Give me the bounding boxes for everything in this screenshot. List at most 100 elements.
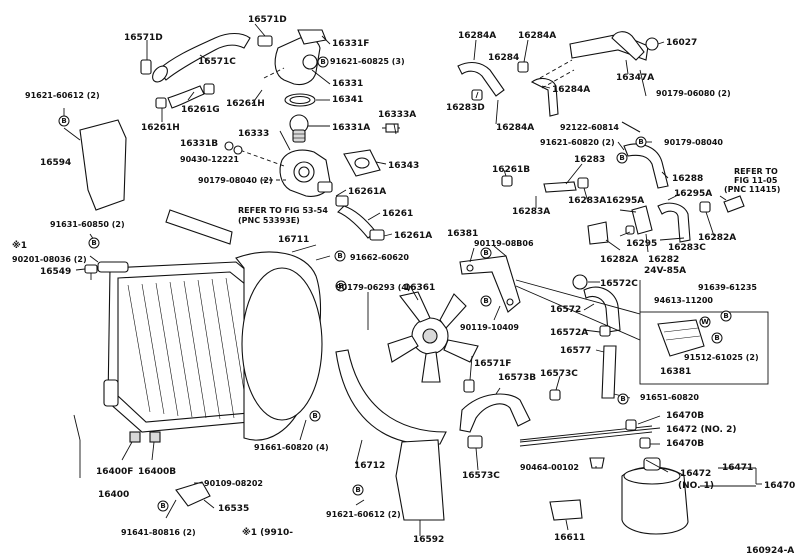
label-16283A-b: 16283A: [568, 196, 606, 206]
svg-text:B: B: [320, 58, 325, 66]
drain-cock-16400F: [129, 431, 141, 443]
label-16361: 16361: [404, 283, 435, 293]
cooling-fan-16361: [387, 291, 479, 383]
lower-hose-16573B: [459, 379, 561, 449]
label-16471: 16471: [722, 463, 753, 473]
label-16295: 16295: [626, 239, 657, 249]
label-91621-60612-bot: 91621-60612 (2): [326, 510, 401, 519]
label-16261H-a: 16261H: [226, 99, 265, 109]
label-16341: 16341: [332, 95, 363, 105]
heater-pipe-16284: [457, 61, 559, 117]
hose-clamp-right-icon: [257, 35, 273, 47]
label-91621-60825: 91621-60825 (3): [330, 57, 405, 66]
bolt-markers: B B B B B B B B B B B B B B B W: [58, 56, 732, 512]
label-16400B: 16400B: [138, 467, 176, 477]
label-16472: 16472: [680, 469, 711, 479]
hose-16261G: [167, 85, 205, 109]
label-pnc-11415: (PNC 11415): [724, 185, 780, 194]
svg-text:B: B: [61, 117, 66, 125]
clamp-16573C-upper: [549, 389, 561, 401]
label-16333A: 16333A: [378, 110, 416, 120]
radiator-16400: [97, 261, 271, 443]
label-16472-no1: (NO. 1): [678, 481, 714, 491]
label-16381-top: 16381: [447, 229, 478, 239]
label-91621-60612-top: 91621-60612 (2): [25, 91, 100, 100]
hose-16261: [337, 205, 377, 239]
label-16571C: 16571C: [198, 57, 236, 67]
radiator-top-tank: [97, 261, 129, 273]
label-90430-12221: 90430-12221: [180, 155, 239, 164]
svg-text:B: B: [638, 138, 643, 146]
drain-plug-16400B: [149, 431, 161, 443]
label-92122-60814: 92122-60814: [560, 123, 619, 132]
label-16594: 16594: [40, 158, 71, 168]
label-91641-80816: 91641-80816 (2): [121, 528, 196, 537]
label-16331: 16331: [332, 79, 363, 89]
water-outlet-16331: [263, 29, 327, 86]
label-91512-61025: 91512-61025 (2): [684, 353, 759, 362]
radiator-cap-16549: [84, 264, 98, 280]
label-91661-60820: 91661-60820 (4): [254, 443, 329, 452]
hose-clamp-left-icon: [140, 59, 152, 75]
label-16295A-a: 16295A: [674, 189, 712, 199]
label-16535: 16535: [218, 504, 249, 514]
shroud-lower-16712: [335, 349, 447, 445]
label-16261H-b: 16261H: [141, 123, 180, 133]
label-16261A-a: 16261A: [348, 187, 386, 197]
bolt-b-icon: B: [334, 250, 346, 262]
label-16573C-a: 16573C: [540, 369, 578, 379]
label-90109-08202: 90109-08202: [204, 479, 263, 488]
label-91651-60820: 91651-60820: [640, 393, 699, 402]
label-16381-box: 16381: [660, 367, 691, 377]
label-16283A-a: 16283A: [512, 207, 550, 217]
deflector-16594: [79, 119, 127, 211]
label-pnc-53393E: (PNC 53393E): [238, 216, 300, 225]
label-91631-60850: 91631-60850 (2): [50, 220, 125, 229]
bolt-w-icon: W: [699, 316, 711, 328]
label-16577: 16577: [560, 346, 591, 356]
clamp-16572A: [599, 325, 611, 337]
label-16592: 16592: [413, 535, 444, 545]
label-16470: 16470: [764, 481, 795, 491]
label-16331B: 16331B: [180, 139, 218, 149]
bolt-b-icon: B: [58, 115, 70, 127]
label-16027: 16027: [666, 38, 697, 48]
clip-16027: [645, 37, 659, 51]
label-16400: 16400: [98, 490, 129, 500]
label-16261: 16261: [382, 209, 413, 219]
bracket-16535: [175, 481, 211, 507]
pipe-16288: [623, 143, 669, 189]
label-16284: 16284: [488, 53, 519, 63]
label-90179-08040: 90179-08040: [664, 138, 723, 147]
svg-text:B: B: [483, 297, 488, 305]
label-mark-1-note: ※1 (9910-: [242, 527, 293, 538]
heater-hoses-16295: [587, 195, 745, 245]
reservoir-tank-16470: [621, 457, 689, 535]
label-16347A: 16347A: [616, 73, 654, 83]
bolt-icon: [224, 141, 234, 151]
svg-text:B: B: [714, 334, 719, 342]
label-16571D-a: 16571D: [124, 33, 163, 43]
svg-text:B: B: [312, 412, 317, 420]
label-16284A-b: 16284A: [518, 31, 556, 41]
label-16288: 16288: [672, 174, 703, 184]
svg-text:B: B: [338, 282, 343, 290]
label-91639-61235: 91639-61235: [698, 283, 757, 292]
under-cover-16592: [395, 439, 445, 521]
bolt-b-icon: B: [88, 237, 100, 249]
radiator-core-fins: [127, 277, 249, 420]
clamp-16572C: [572, 274, 588, 290]
label-16573C-b: 16573C: [462, 471, 500, 481]
leader-lines: [63, 23, 762, 536]
bracket-16282: [587, 221, 609, 245]
svg-text:B: B: [160, 502, 165, 510]
label-16343: 16343: [388, 161, 419, 171]
label-16282A-a: 16282A: [698, 233, 736, 243]
label-16283D: 16283D: [446, 103, 485, 113]
hose-16283: [543, 181, 577, 193]
label-16572: 16572: [550, 305, 581, 315]
label-16333: 16333: [238, 129, 269, 139]
svg-text:B: B: [723, 312, 728, 320]
diagram-id: 160924-A: [746, 546, 794, 556]
